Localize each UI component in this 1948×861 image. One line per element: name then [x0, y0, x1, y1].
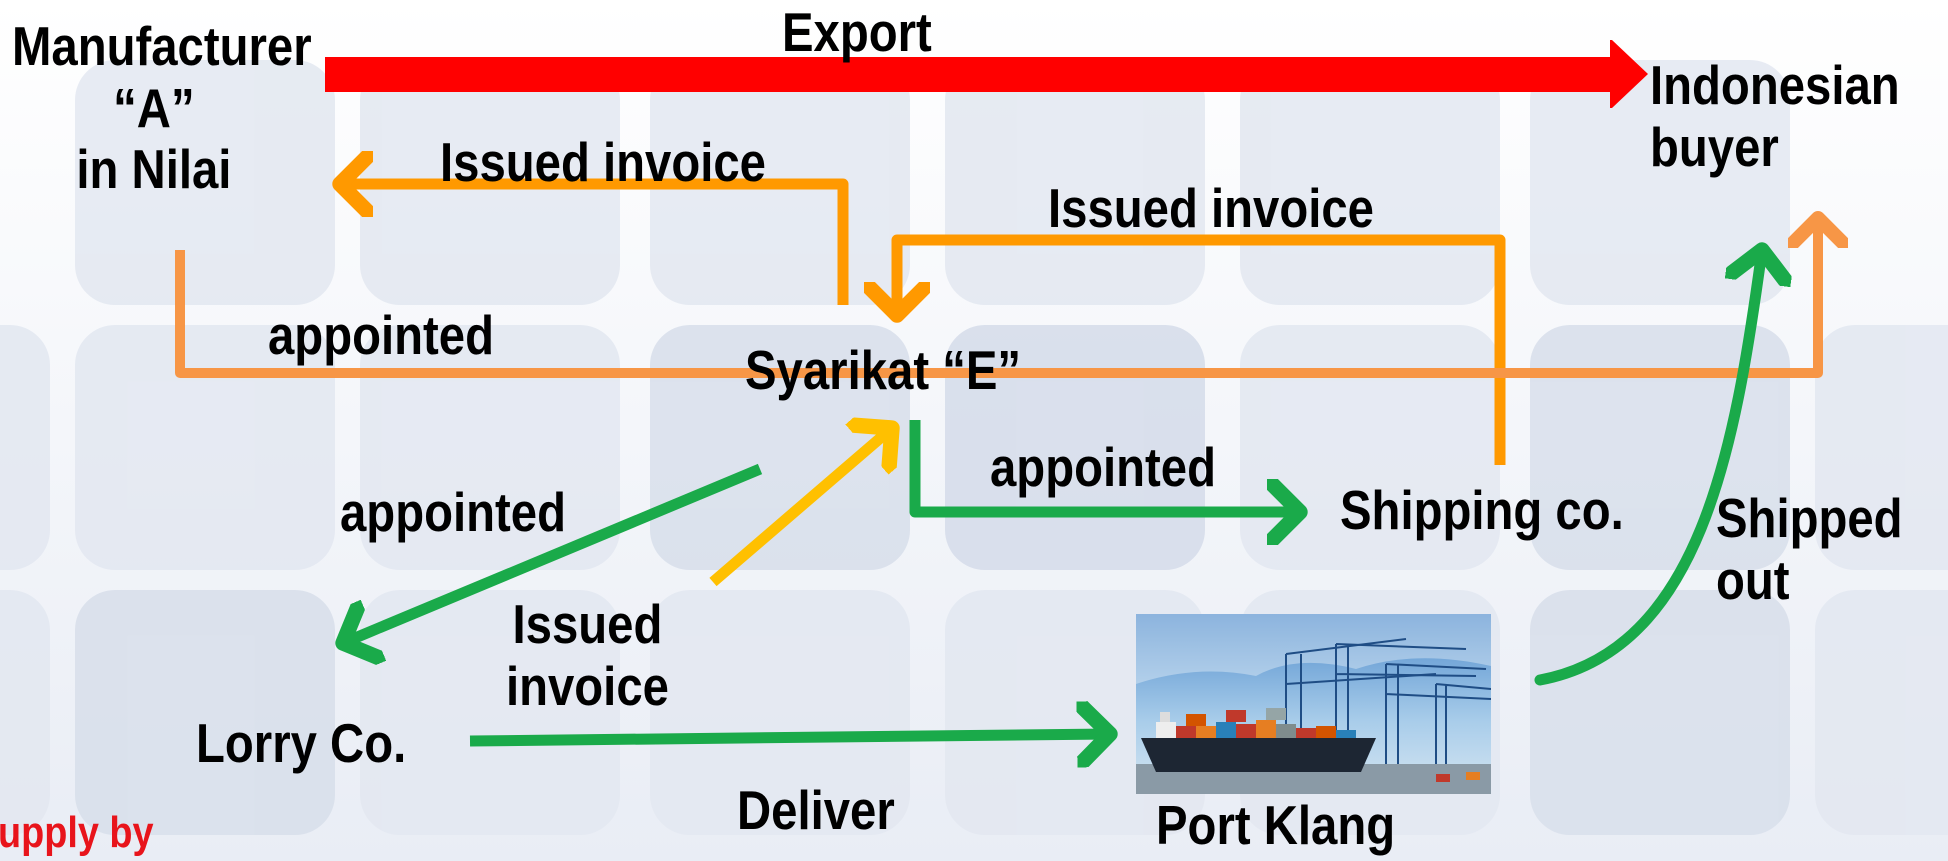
indonesian-buyer-node-label: Indonesian buyer	[1650, 54, 1900, 178]
issued-invoice-label-1: Issued invoice	[440, 131, 766, 193]
appointed-arrow-to-shipping	[909, 420, 1300, 512]
issued-invoice-arrow-from-shipping	[897, 234, 1506, 465]
appointed-label-2: appointed	[990, 436, 1216, 498]
appointed-arrow-to-lorry	[343, 463, 763, 643]
deliver-label: Deliver	[737, 779, 895, 841]
issued-invoice-label-3: Issued invoice	[505, 593, 669, 717]
issued-invoice-arrow-from-lorry	[709, 428, 892, 587]
syarikat-node-label: Syarikat “E”	[745, 339, 1022, 401]
export-label: Export	[782, 1, 932, 63]
container-port-photo	[1136, 614, 1491, 794]
lorry-co-node-label: Lorry Co.	[196, 712, 407, 774]
manufacturer-node-label: Manufacturer “A” in Nilai	[12, 15, 312, 201]
appointed-label-3: appointed	[340, 481, 566, 543]
port-klang-node-label: Port Klang	[1156, 794, 1396, 856]
shipping-co-node-label: Shipping co.	[1340, 479, 1624, 541]
shipped-out-label: Shipped out	[1716, 487, 1903, 611]
appointed-label-1: appointed	[268, 304, 494, 366]
deliver-arrow	[469, 734, 1110, 741]
footer-partial-text: upply by	[0, 808, 154, 857]
issued-invoice-label-2: Issued invoice	[1048, 177, 1374, 239]
shipped-out-arrow	[1534, 250, 1762, 686]
issued-invoice-arrow-to-manufacturer	[340, 184, 849, 305]
appointed-line-manufacturer-to-buyer	[175, 218, 1818, 378]
export-arrow	[325, 40, 1648, 108]
